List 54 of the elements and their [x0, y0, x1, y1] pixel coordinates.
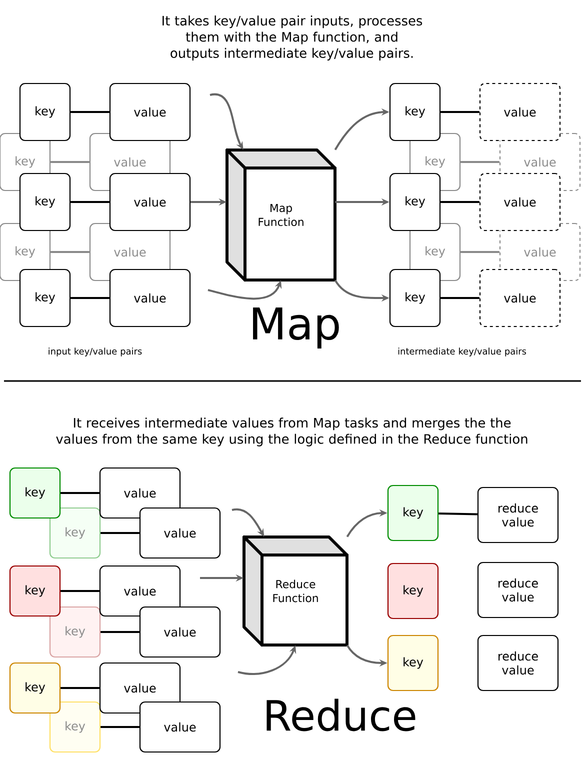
connector-line [60, 492, 100, 494]
value-box: value [99, 565, 181, 617]
key-box: key [387, 634, 439, 692]
connector-line [70, 111, 110, 113]
key-box: key [387, 562, 439, 620]
connector-line [100, 726, 140, 728]
value-box: value [139, 701, 221, 753]
key-box: key [389, 172, 441, 232]
connector-line [60, 687, 100, 689]
description-text: It receives intermediate values from Map tasks and merges the the values from the same key using the logic defined in the Reduce function [56, 418, 528, 446]
section-heading: Map [253, 307, 339, 349]
key-box: key [49, 606, 101, 658]
connector-line [100, 631, 140, 633]
key-box: key [9, 662, 61, 714]
function-cube: Reduce Function [242, 536, 348, 646]
section-heading: Reduce [266, 698, 416, 732]
value-box: value [479, 172, 561, 232]
value-box: value [99, 467, 181, 519]
connector-line [460, 251, 500, 253]
connector-line [100, 532, 140, 534]
connector-line [50, 251, 90, 253]
value-box: value [139, 507, 221, 559]
connector-line [440, 201, 480, 203]
key-box: key [49, 507, 101, 559]
key-box: key [9, 565, 61, 617]
value-box: value [109, 172, 191, 232]
key-box: key [387, 484, 439, 542]
connector-line [70, 201, 110, 203]
key-box: key [19, 172, 71, 232]
value-box: value [109, 82, 191, 142]
reduce-value-box: reduce value [477, 634, 559, 692]
value-box: value [139, 606, 221, 658]
connector-line [60, 590, 100, 592]
description-text: It takes key/value pair inputs, processes them with the Map function, and outputs intermediate key/value pairs. [162, 16, 422, 60]
connector-line [440, 111, 480, 113]
key-box: key [19, 82, 71, 142]
key-box: key [19, 268, 71, 328]
key-box: key [9, 467, 61, 519]
key-box: key [49, 701, 101, 753]
connector-line [460, 161, 500, 163]
value-box: value [479, 268, 561, 328]
value-box: value [479, 82, 561, 142]
function-cube: Map Function [226, 148, 336, 282]
key-box: key [389, 268, 441, 328]
connector-line [438, 512, 478, 516]
connector-line [440, 297, 480, 299]
caption: input key/value pairs [48, 348, 142, 356]
key-box: key [389, 82, 441, 142]
connector-line [70, 297, 110, 299]
reduce-value-box: reduce value [477, 486, 559, 544]
caption: intermediate key/value pairs [398, 348, 526, 356]
value-box: value [109, 268, 191, 328]
connector-line [50, 161, 90, 163]
reduce-value-box: reduce value [477, 562, 559, 618]
